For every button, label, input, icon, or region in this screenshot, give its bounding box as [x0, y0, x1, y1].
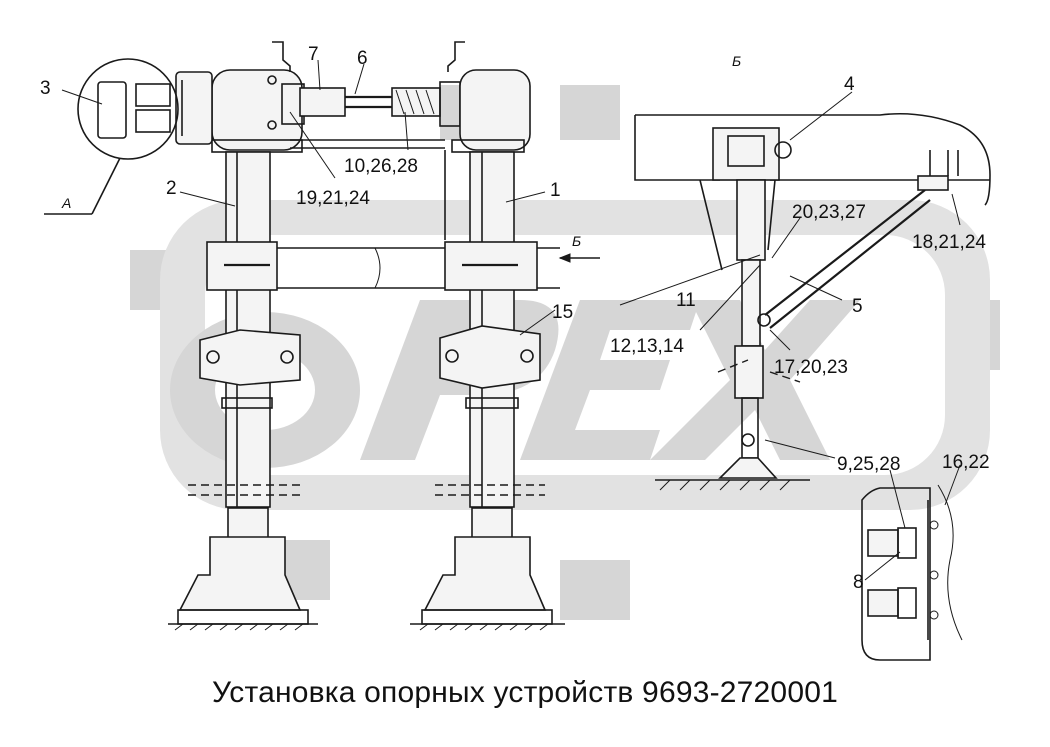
callout-5: 5	[852, 296, 863, 317]
callout-18-21-24: 18,21,24	[912, 232, 986, 253]
callout-12-13-14: 12,13,14	[610, 336, 684, 357]
callouts: 3 2 7 6 10,26,28 19,21,24 1 4 20,23,27 1…	[40, 44, 990, 593]
callout-20-23-27: 20,23,27	[792, 202, 866, 223]
view-letter-b-top: Б	[732, 53, 741, 69]
callout-16-22: 16,22	[942, 452, 990, 473]
frame-beam	[277, 247, 560, 289]
detail-lower-right	[861, 484, 963, 661]
view-letter-b-arrow: Б	[572, 233, 581, 249]
drawing-caption: Установка опорных устройств 9693-2720001	[212, 676, 838, 709]
support-left	[168, 41, 318, 631]
callout-9-25-28: 9,25,28	[837, 454, 900, 475]
callout-11: 11	[676, 290, 696, 311]
callout-15: 15	[552, 302, 573, 323]
callout-10-26-28: 10,26,28	[344, 156, 418, 177]
drive-shaft	[281, 81, 461, 149]
callout-3: 3	[40, 78, 51, 99]
callout-2: 2	[166, 178, 177, 199]
callout-8: 8	[853, 572, 864, 593]
callout-6: 6	[357, 48, 368, 69]
view-letters: А Б Б	[61, 53, 741, 249]
view-letter-a: А	[61, 195, 71, 211]
callout-19-21-24: 19,21,24	[296, 188, 370, 209]
leader-lines	[61, 59, 961, 581]
callout-7: 7	[308, 44, 319, 65]
detail-a	[44, 58, 179, 215]
view-b-assembly	[634, 112, 991, 491]
callout-17-20-23: 17,20,23	[774, 357, 848, 378]
callout-4: 4	[844, 74, 855, 95]
callout-1: 1	[550, 180, 561, 201]
support-right	[410, 41, 565, 631]
